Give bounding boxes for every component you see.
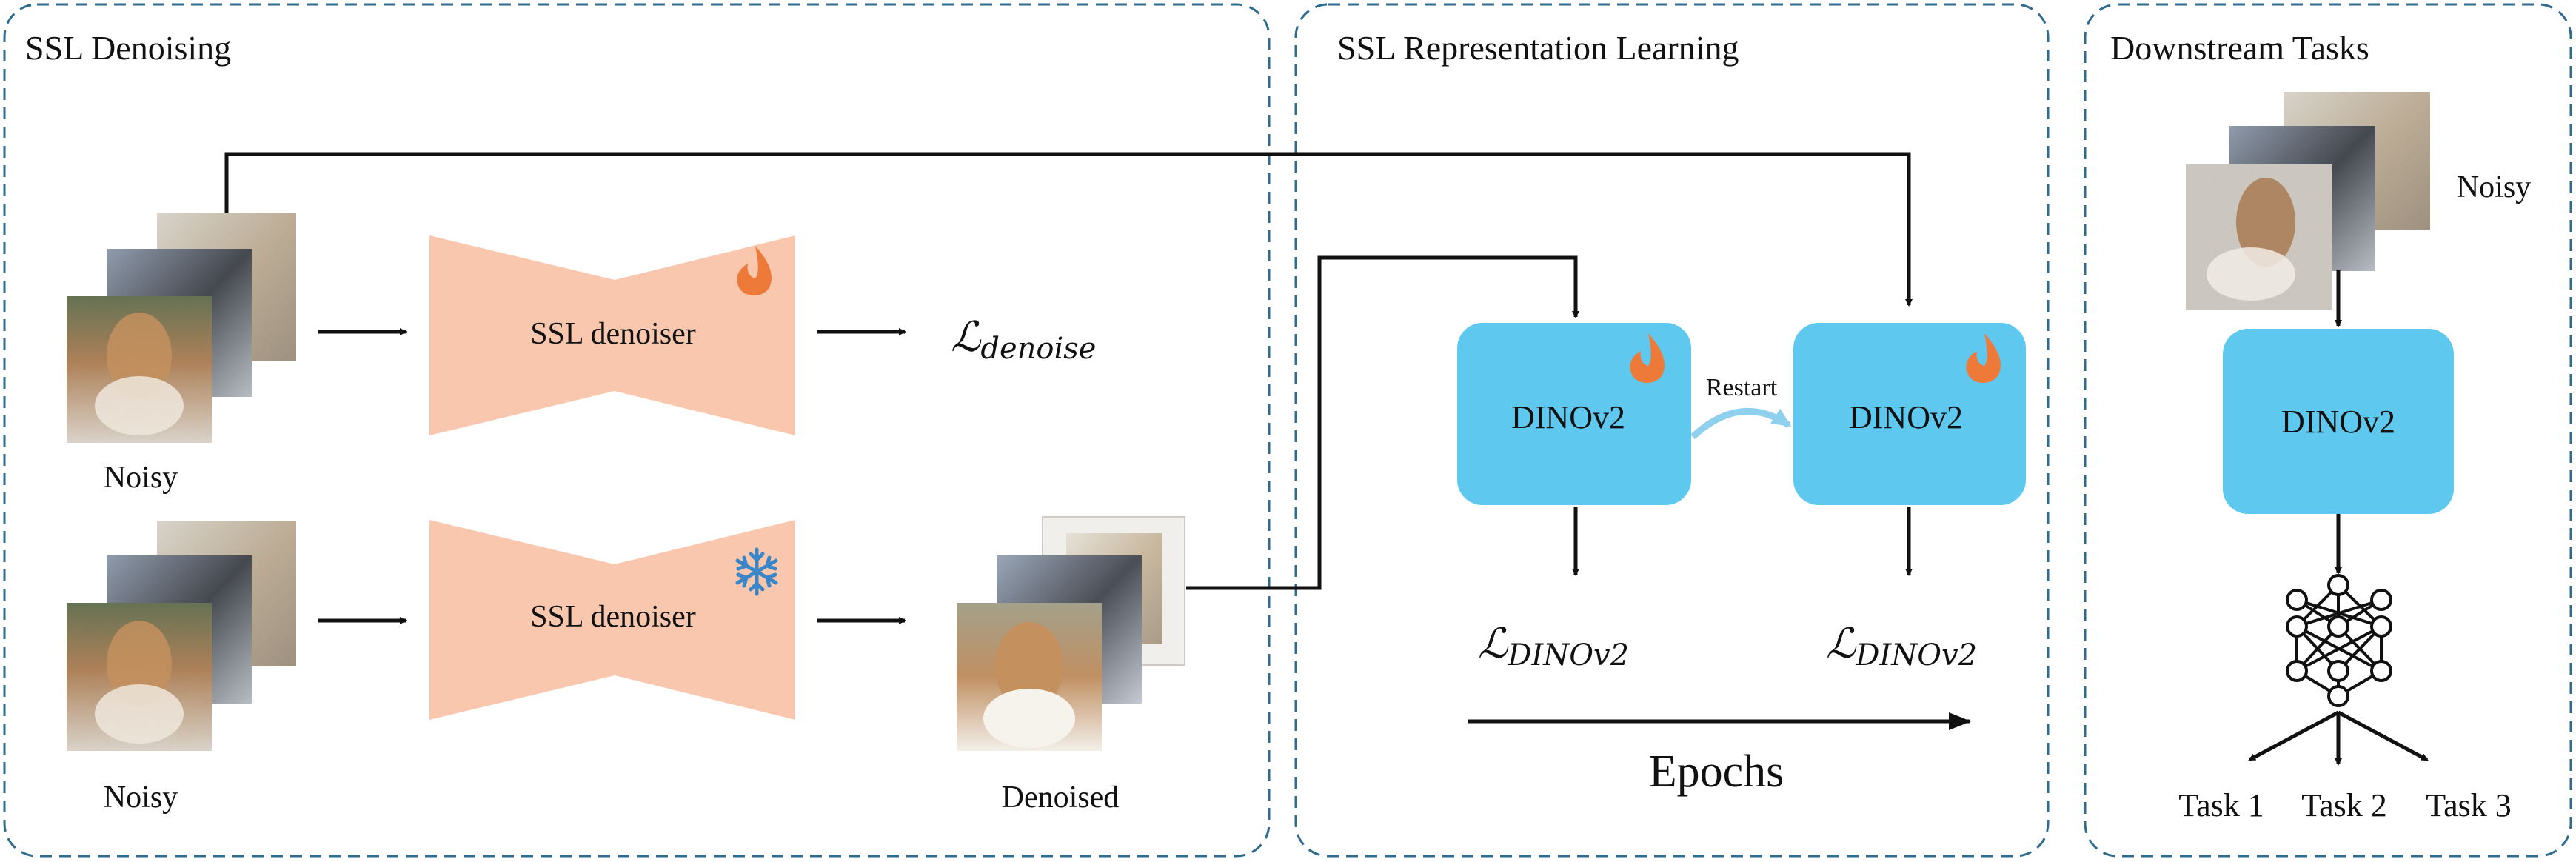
- loss-symbol: ℒ: [951, 313, 982, 361]
- downstream-noisy-image-stack: Noisy: [2186, 92, 2531, 310]
- loss-subscript: DINOv2: [1507, 638, 1629, 672]
- panel-title: Downstream Tasks: [2110, 29, 2369, 67]
- loss-dinov2-left: ℒDINOv2: [1478, 620, 1629, 672]
- noisy-label: Noisy: [104, 461, 178, 495]
- panel-ssl-denoising: SSL Denoising: [3, 3, 1271, 858]
- dinov2-model-left: DINOv2: [1457, 323, 1691, 505]
- denoised-image-stack: Denoised: [957, 516, 1185, 815]
- loss-denoise: ℒdenoise: [951, 313, 1096, 366]
- restart-arrow: Restart: [1690, 374, 1792, 440]
- dinov2-label: DINOv2: [2281, 404, 2395, 440]
- task-label: Task 2: [2301, 787, 2386, 823]
- task-label: Task 3: [2426, 787, 2511, 823]
- dinov2-label: DINOv2: [1511, 399, 1625, 435]
- loss-dinov2-right: ℒDINOv2: [1826, 620, 1977, 672]
- loss-symbol: ℒ: [1478, 620, 1509, 668]
- noisy-image-stack-bottom: Noisy: [67, 521, 296, 815]
- loss-subscript: denoise: [980, 332, 1096, 366]
- loss-symbol: ℒ: [1826, 620, 1857, 668]
- ssl-denoiser-trainable: SSL denoiser: [429, 235, 795, 435]
- connector-denoised-to-dinov2-left: [1186, 255, 1579, 590]
- flame-icon: [737, 246, 772, 296]
- connector-noisy-to-dinov2-right: [224, 152, 1913, 307]
- noisy-image-stack-top: Noisy: [67, 213, 296, 495]
- ssl-denoiser-label: SSL denoiser: [530, 600, 696, 634]
- flame-icon: [1966, 333, 2001, 384]
- denoiser-hourglass-shape: [429, 520, 795, 720]
- panel-downstream-tasks: Downstream Tasks: [2084, 3, 2572, 858]
- neural-network-head-icon: [2286, 574, 2392, 707]
- ssl-denoiser-label: SSL denoiser: [530, 317, 696, 351]
- dinov2-model-right: DINOv2: [1793, 323, 2026, 505]
- panel-title: SSL Denoising: [25, 29, 231, 67]
- panel-ssl-representation-learning: SSL Representation Learning: [1294, 3, 2050, 858]
- snowflake-icon: [735, 547, 778, 596]
- restart-label: Restart: [1706, 374, 1778, 401]
- dinov2-model-downstream: DINOv2: [2223, 329, 2454, 514]
- arrow-to-task-3: [2337, 710, 2429, 762]
- task-label: Task 1: [2178, 787, 2264, 823]
- ssl-denoiser-frozen: SSL denoiser: [429, 520, 795, 720]
- arrow-to-task-1: [2248, 710, 2340, 762]
- flame-icon: [1630, 333, 1665, 384]
- panel-title: SSL Representation Learning: [1337, 29, 1739, 67]
- dinov2-label: DINOv2: [1849, 399, 1963, 435]
- noisy-label: Noisy: [2457, 170, 2531, 204]
- denoiser-hourglass-shape: [429, 235, 795, 435]
- noisy-label: Noisy: [104, 781, 178, 815]
- denoised-label: Denoised: [1002, 781, 1120, 815]
- epochs-label: Epochs: [1649, 746, 1784, 797]
- loss-subscript: DINOv2: [1855, 638, 1977, 672]
